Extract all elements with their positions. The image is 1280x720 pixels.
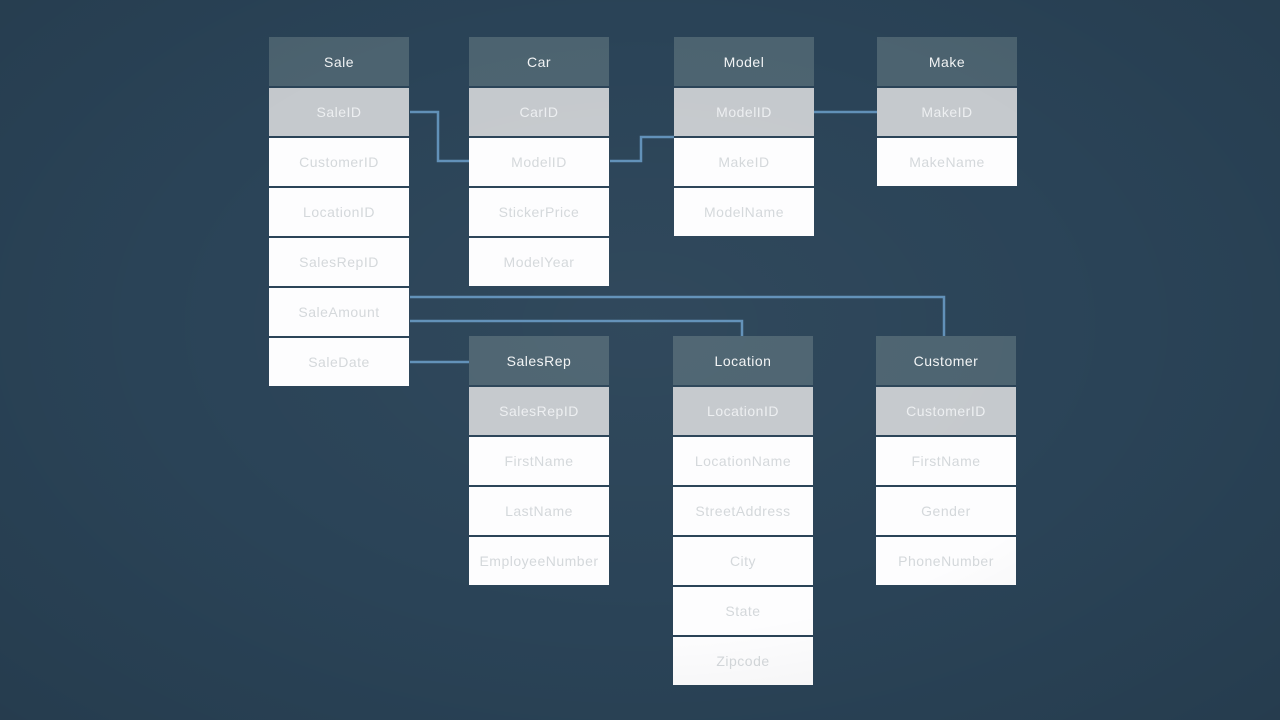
field-makename: MakeName bbox=[877, 138, 1017, 186]
field-employeenumber: EmployeeNumber bbox=[469, 537, 609, 585]
relationship-line-sale-to-location bbox=[410, 319, 744, 336]
field-zipcode: Zipcode bbox=[673, 637, 813, 685]
table-title-make: Make bbox=[877, 37, 1017, 86]
field-firstname: FirstName bbox=[469, 437, 609, 485]
field-streetaddress: StreetAddress bbox=[673, 487, 813, 535]
field-modelname: ModelName bbox=[674, 188, 814, 236]
field-makeid: MakeID bbox=[674, 138, 814, 186]
field-lastname: LastName bbox=[469, 487, 609, 535]
key-field-carid: CarID bbox=[469, 88, 609, 136]
table-title-customer: Customer bbox=[876, 336, 1016, 385]
field-city: City bbox=[673, 537, 813, 585]
table-title-model: Model bbox=[674, 37, 814, 86]
key-field-makeid: MakeID bbox=[877, 88, 1017, 136]
key-field-saleid: SaleID bbox=[269, 88, 409, 136]
field-stickerprice: StickerPrice bbox=[469, 188, 609, 236]
relationship-line-sale-to-customer bbox=[410, 295, 946, 336]
relationship-line-sale-saleid-to-car-modelid bbox=[410, 110, 469, 163]
field-firstname: FirstName bbox=[876, 437, 1016, 485]
field-saledate: SaleDate bbox=[269, 338, 409, 386]
field-gender: Gender bbox=[876, 487, 1016, 535]
field-phonenumber: PhoneNumber bbox=[876, 537, 1016, 585]
table-title-salesrep: SalesRep bbox=[469, 336, 609, 385]
field-customerid: CustomerID bbox=[269, 138, 409, 186]
table-title-car: Car bbox=[469, 37, 609, 86]
field-modelyear: ModelYear bbox=[469, 238, 609, 286]
table-title-location: Location bbox=[673, 336, 813, 385]
field-locationname: LocationName bbox=[673, 437, 813, 485]
field-salesrepid: SalesRepID bbox=[269, 238, 409, 286]
key-field-salesrepid: SalesRepID bbox=[469, 387, 609, 435]
key-field-modelid: ModelID bbox=[674, 88, 814, 136]
field-state: State bbox=[673, 587, 813, 635]
key-field-locationid: LocationID bbox=[673, 387, 813, 435]
field-locationid: LocationID bbox=[269, 188, 409, 236]
table-title-sale: Sale bbox=[269, 37, 409, 86]
field-saleamount: SaleAmount bbox=[269, 288, 409, 336]
relationship-line-car-modelid-to-model-modelid bbox=[610, 135, 674, 163]
key-field-customerid: CustomerID bbox=[876, 387, 1016, 435]
field-modelid: ModelID bbox=[469, 138, 609, 186]
